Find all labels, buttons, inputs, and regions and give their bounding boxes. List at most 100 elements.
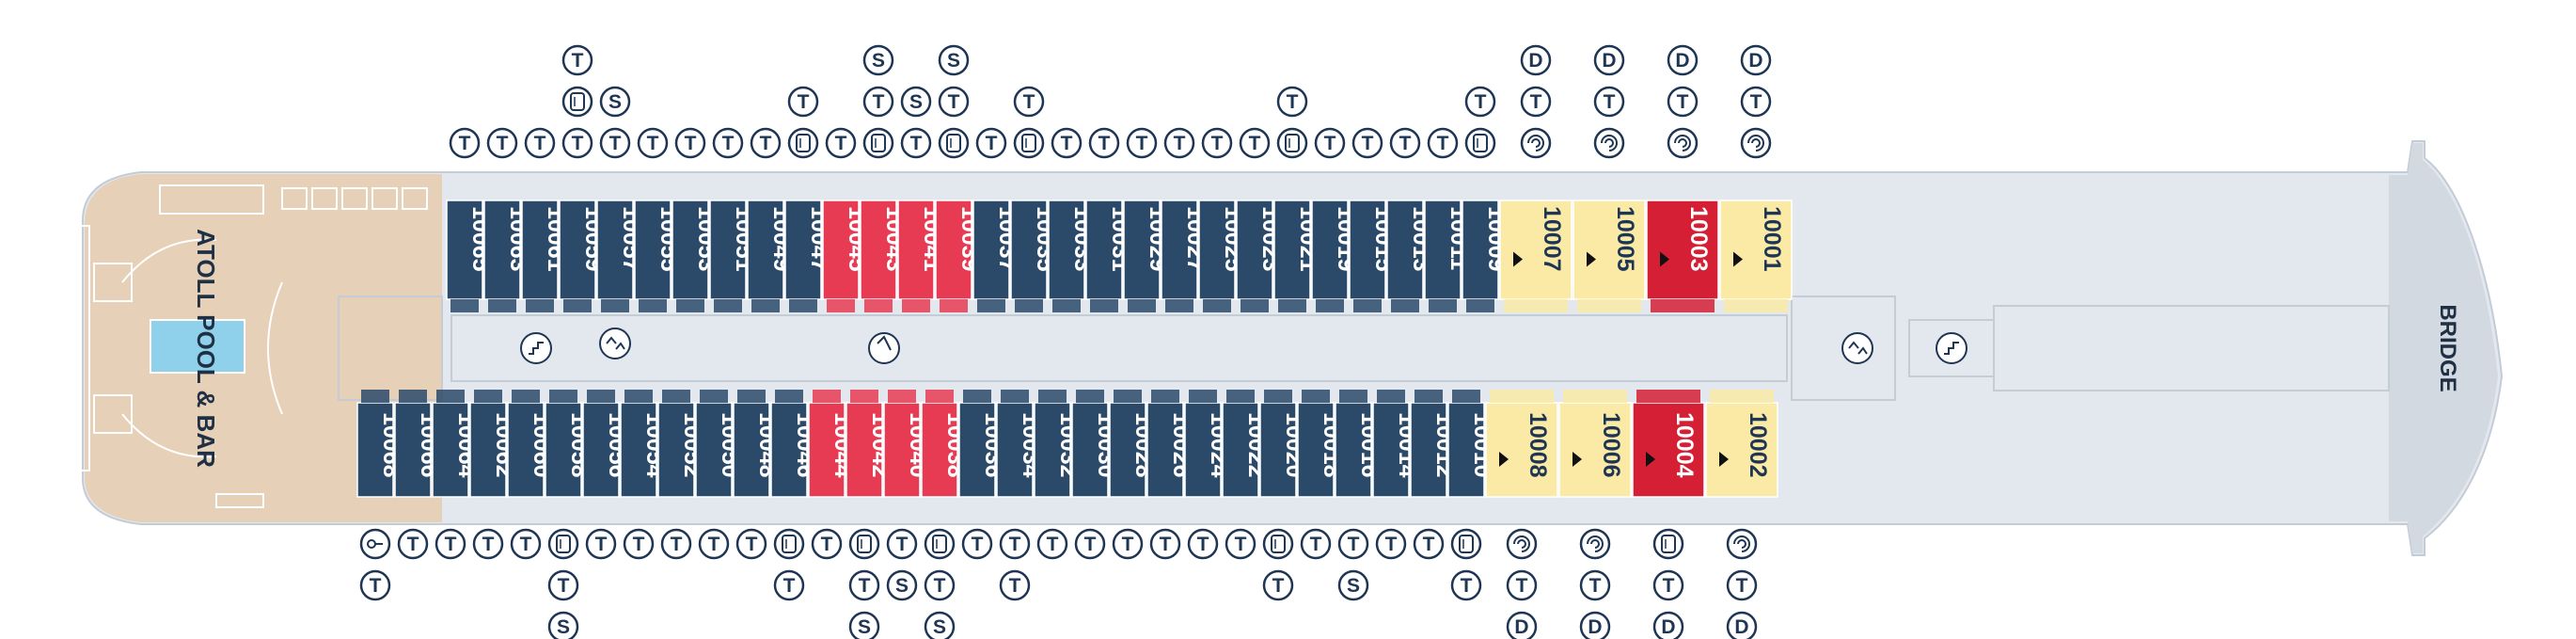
tv-icon: T — [961, 528, 993, 560]
cabin-block — [1424, 200, 1462, 300]
cabin-10066[interactable]: 10066 — [394, 390, 442, 498]
tv-icon: T — [1520, 86, 1552, 118]
balcony — [888, 390, 916, 403]
tv-icon: T — [811, 528, 843, 560]
sofa-bed-icon — [773, 528, 805, 560]
balcony — [361, 390, 389, 403]
cabin-10038[interactable]: 10038 — [921, 390, 969, 498]
tv-icon: T — [1262, 569, 1294, 601]
tv-icon: T — [1088, 127, 1120, 159]
cabin-block — [1335, 402, 1372, 498]
cabin-10026[interactable]: 10026 — [1146, 390, 1194, 498]
shower-icon: S — [886, 569, 918, 601]
cabin-10007[interactable]: 10007 — [1499, 200, 1572, 312]
cabin-10010[interactable]: 10010 — [1447, 390, 1495, 498]
balcony — [1052, 299, 1081, 312]
balcony — [737, 390, 766, 403]
balcony — [1015, 299, 1043, 312]
cabin-10004[interactable]: 10004 — [1632, 390, 1705, 498]
svg-text:S: S — [858, 616, 871, 638]
cabin-10055[interactable]: 10055 — [634, 200, 682, 312]
cabin-10006[interactable]: 10006 — [1558, 390, 1632, 498]
tv-icon: T — [1375, 528, 1407, 560]
cabin-10030[interactable]: 10030 — [1071, 390, 1119, 498]
balcony — [1636, 390, 1700, 403]
svg-text:T: T — [647, 133, 659, 154]
spa-icon — [1667, 127, 1699, 159]
cabin-10065[interactable]: 10065 — [446, 200, 494, 312]
cabin-block — [672, 200, 709, 300]
cabin-10068[interactable]: 10068 — [356, 390, 404, 498]
balcony — [526, 299, 554, 312]
tv-icon: T — [435, 528, 466, 560]
cabin-10029[interactable]: 10029 — [1123, 200, 1171, 312]
cabin-block — [1705, 402, 1778, 498]
cabin-10001[interactable]: 10001 — [1719, 200, 1793, 312]
svg-text:T: T — [445, 534, 457, 555]
tv-icon: T — [975, 127, 1007, 159]
cabin-block — [1646, 200, 1719, 300]
tv-icon: T — [1506, 569, 1538, 601]
pool — [150, 319, 245, 374]
cabin-10003[interactable]: 10003 — [1646, 200, 1719, 312]
balcony — [549, 390, 577, 403]
stairs-icon — [520, 332, 552, 364]
svg-text:T: T — [671, 534, 683, 555]
balcony — [1316, 299, 1344, 312]
tv-icon: T — [1300, 528, 1332, 560]
svg-text:T: T — [1310, 534, 1322, 555]
cabin-block — [634, 200, 672, 300]
cabin-10040[interactable]: 10040 — [883, 390, 931, 498]
balcony — [639, 299, 667, 312]
cabin-10018[interactable]: 10018 — [1297, 390, 1345, 498]
svg-text:T: T — [1272, 575, 1285, 597]
cabin-10023[interactable]: 10023 — [1236, 200, 1284, 312]
svg-text:T: T — [1061, 133, 1073, 154]
cabin-10011[interactable]: 10011 — [1424, 200, 1472, 312]
svg-text:T: T — [572, 133, 584, 154]
cabin-10015[interactable]: 10015 — [1349, 200, 1397, 312]
cabin-10005[interactable]: 10005 — [1572, 200, 1646, 312]
tv-icon: T — [1740, 86, 1772, 118]
spa-icon — [1593, 127, 1625, 159]
cabin-number: 10005 — [1612, 206, 1638, 272]
sofa-bed-icon — [561, 86, 593, 118]
cabin-10025[interactable]: 10025 — [1198, 200, 1246, 312]
tv-icon: T — [1051, 127, 1083, 159]
deluxe-icon: D — [1579, 611, 1611, 639]
sofa-bed-icon — [1450, 528, 1482, 560]
cabin-10035[interactable]: 10035 — [1010, 200, 1058, 312]
cabin-10036[interactable]: 10036 — [958, 390, 1006, 498]
cabin-10019[interactable]: 10019 — [1311, 200, 1359, 312]
cabin-block — [860, 200, 897, 300]
shower-icon: S — [924, 611, 956, 639]
cabin-10009[interactable]: 10009 — [1462, 200, 1509, 312]
svg-text:T: T — [708, 534, 720, 555]
cabin-10002[interactable]: 10002 — [1705, 390, 1778, 498]
svg-text:T: T — [407, 534, 419, 555]
svg-text:T: T — [821, 534, 833, 555]
svg-text:T: T — [1750, 91, 1762, 113]
svg-text:D: D — [1602, 50, 1616, 72]
balcony — [1563, 390, 1627, 403]
elevator-icon — [1841, 332, 1873, 364]
sofa-bed-icon — [547, 528, 579, 560]
cabin-10058[interactable]: 10058 — [545, 390, 593, 498]
cabin-10034[interactable]: 10034 — [996, 390, 1044, 498]
tv-icon: T — [1579, 569, 1611, 601]
bridge-structures — [338, 296, 2390, 401]
cabin-block — [897, 200, 935, 300]
entrance-marker — [1646, 452, 1655, 467]
svg-text:T: T — [1324, 133, 1336, 154]
cabin-10008[interactable]: 10008 — [1485, 390, 1558, 498]
pool-deck-furniture — [70, 184, 428, 508]
balcony — [512, 390, 540, 403]
sofa-bed-icon — [938, 127, 970, 159]
sofa-bed-icon — [1652, 528, 1684, 560]
tv-icon: T — [1036, 528, 1068, 560]
cabin-block — [1410, 402, 1447, 498]
svg-text:T: T — [1287, 91, 1299, 113]
key-icon — [359, 528, 391, 560]
cabin-block — [784, 200, 822, 300]
